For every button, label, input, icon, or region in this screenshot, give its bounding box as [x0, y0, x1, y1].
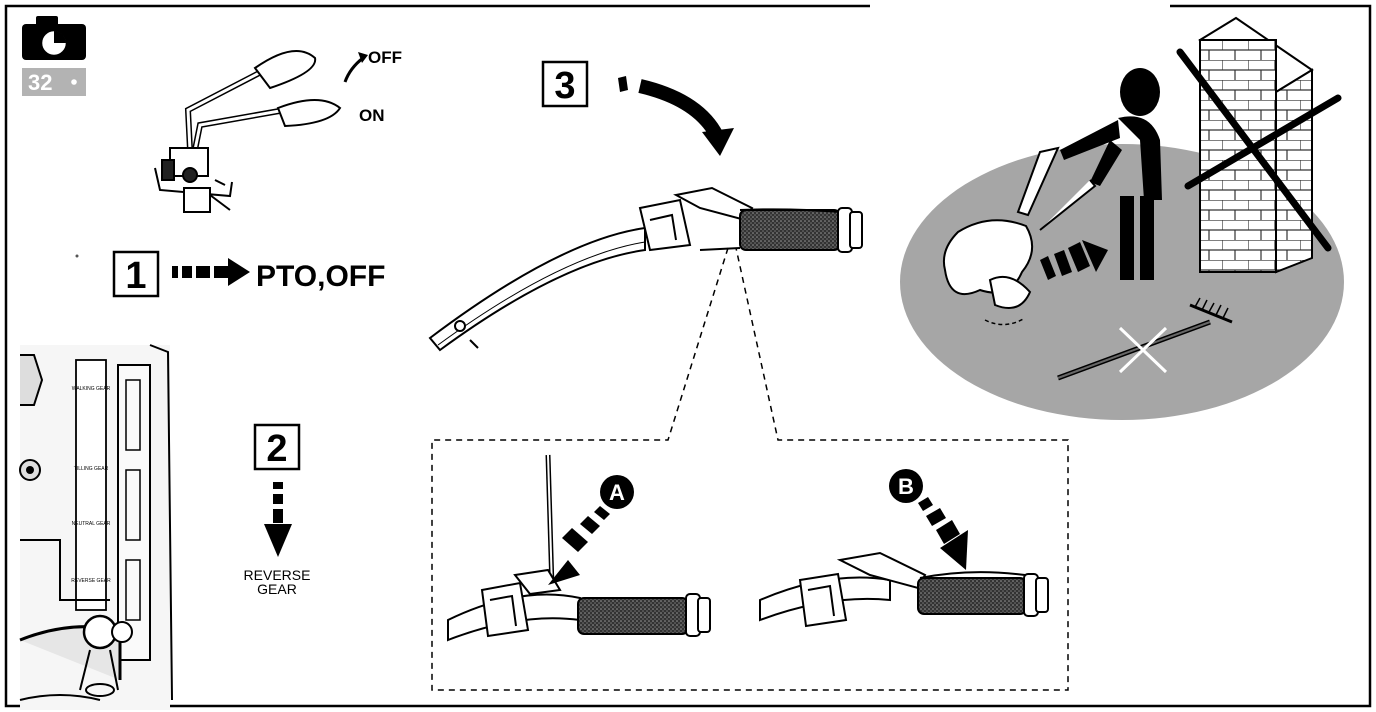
step-3-box: [541, 60, 589, 108]
figure-border: [4, 4, 1372, 708]
lever-off-label: OFF: [368, 48, 402, 67]
callout-a-arrow: [548, 506, 610, 585]
callout-b-badge: [889, 469, 923, 503]
gear-label-walking: WALKING GEAR: [72, 386, 111, 392]
rotation-arrow: [984, 317, 1026, 326]
pto-lever-illustration: [154, 50, 342, 213]
gear-label-neutral: NEUTRAL GEAR: [72, 521, 111, 527]
step-2-label-line2: GEAR: [257, 581, 297, 597]
step-1: 1 PTO,OFF: [112, 250, 385, 298]
callout-a-label: A: [609, 480, 625, 505]
step-2-label-line1: REVERSE: [244, 567, 311, 583]
off-arrow-head: [358, 52, 368, 63]
operator-figure: [1060, 68, 1162, 280]
callout-a-badge: [600, 475, 634, 509]
gear-label-reverse: REVERSE GEAR: [71, 578, 111, 584]
callout-b: B: [889, 469, 968, 570]
lever-on-label: ON: [359, 106, 385, 125]
step-3-curved-arrow: [638, 79, 725, 142]
detail-b-illustration: [759, 551, 1049, 628]
step-3-arrow-tick: [618, 76, 628, 92]
detail-a-illustration: [447, 454, 711, 642]
step-1-number: 1: [125, 255, 146, 297]
wall-prohibited-cross: [1176, 48, 1342, 252]
border-gap: [870, 3, 1170, 10]
step-1-arrow: [172, 258, 250, 286]
step-1-box: [112, 250, 160, 298]
step-2-box: [253, 423, 301, 471]
step-2-arrow: [264, 482, 292, 557]
safety-scene: [900, 16, 1344, 420]
step-3-arrow-head: [702, 128, 734, 156]
callout-a: A: [548, 475, 634, 585]
page-number-dot: [71, 79, 77, 85]
page-badge: 32: [22, 16, 86, 96]
step-3-number: 3: [554, 65, 575, 107]
handlebar-illustration: [428, 186, 863, 352]
step-2: 2 REVERSE GEAR: [244, 423, 311, 597]
off-direction-arrow: [343, 56, 364, 83]
rake: [1057, 297, 1233, 381]
tiller-machine: [942, 146, 1097, 309]
callout-b-arrow: [918, 497, 968, 570]
gear-label-tilling: TILLING GEAR: [74, 466, 109, 472]
stray-dot: [75, 254, 79, 258]
rake-prohibited-cross: [1118, 326, 1168, 374]
step-2-number: 2: [266, 428, 287, 470]
callout-b-label: B: [898, 474, 914, 499]
gear-panel-illustration: [19, 344, 173, 710]
movement-arrow: [1040, 240, 1108, 280]
step-3: 3: [541, 60, 734, 156]
page-number: 32: [28, 70, 52, 95]
step-1-label: PTO,OFF: [256, 260, 385, 293]
camera-icon: [22, 16, 86, 60]
zoom-lines: [431, 247, 1069, 691]
gear-label-strip: [75, 359, 107, 611]
